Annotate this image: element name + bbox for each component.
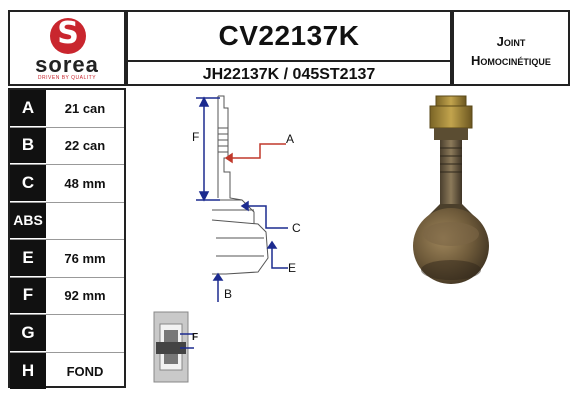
mini-section-drawing: [153, 311, 194, 383]
product-type-line1: Joint: [496, 34, 526, 49]
title-divider: [128, 60, 450, 62]
dimension-label-b: B: [224, 287, 233, 301]
part-number: CV22137K: [218, 20, 360, 51]
brand-name: sorea: [35, 52, 99, 77]
dimension-label-c: C: [292, 221, 301, 235]
pointer-a: [224, 143, 286, 164]
part-title-box: CV22137K JH22137K / 045ST2137: [126, 10, 452, 86]
spec-value: 76 mm: [64, 250, 106, 266]
dimension-label-a: A: [286, 132, 295, 146]
spec-row-f: F 92 mm: [10, 277, 124, 315]
dimension-label-f: F: [192, 130, 200, 144]
technical-drawing: F A C E B F: [126, 88, 570, 388]
spec-label: C: [10, 165, 46, 202]
product-type-line2: Homocinétique: [471, 53, 551, 68]
dimension-label-e: E: [288, 261, 297, 275]
dimension-f: [196, 96, 220, 202]
mini-drawing-label: F: [192, 332, 199, 343]
product-photo: [413, 95, 489, 284]
spec-row-b: B 22 can: [10, 127, 124, 165]
spec-label: ABS: [10, 202, 46, 239]
spec-row-a: A 21 can: [10, 90, 124, 128]
spec-label: F: [10, 277, 46, 314]
spec-value: 21 can: [64, 100, 106, 116]
product-type-box: Joint Homocinétique: [452, 10, 570, 86]
spec-row-h: H FOND: [10, 352, 124, 390]
pointer-e: [266, 240, 288, 269]
spec-row-abs: ABS: [10, 202, 124, 240]
spec-value: [46, 315, 124, 352]
brand-tagline: DRIVEN BY QUALITY: [37, 75, 97, 81]
pointer-c: [240, 200, 288, 229]
spec-row-e: E 76 mm: [10, 240, 124, 278]
drawing-canvas: [153, 95, 489, 383]
spec-value: 48 mm: [64, 175, 106, 191]
spec-label: G: [10, 315, 46, 352]
spec-value: FOND: [66, 363, 104, 379]
product-type: Joint Homocinétique: [454, 32, 568, 70]
spec-label: B: [10, 127, 46, 164]
logo-mark-icon: S: [50, 16, 86, 54]
spec-table: A 21 can B 22 can C 48 mm ABS E 76 mm F …: [8, 88, 126, 390]
logo-mark-letter: S: [57, 16, 79, 51]
spec-label: A: [10, 90, 46, 127]
cross-references: JH22137K / 045ST2137: [202, 66, 376, 83]
brand-logo: S sorea DRIVEN BY QUALITY: [8, 10, 126, 86]
spec-label: H: [10, 352, 46, 390]
spec-label: E: [10, 240, 46, 277]
spec-row-c: C 48 mm: [10, 165, 124, 203]
pointer-b: [212, 272, 224, 302]
spec-row-g: G: [10, 315, 124, 353]
spec-value: 22 can: [64, 138, 106, 154]
spec-value: [46, 203, 124, 240]
joint-outline-drawing: [211, 95, 269, 275]
spec-value: 92 mm: [64, 288, 106, 304]
